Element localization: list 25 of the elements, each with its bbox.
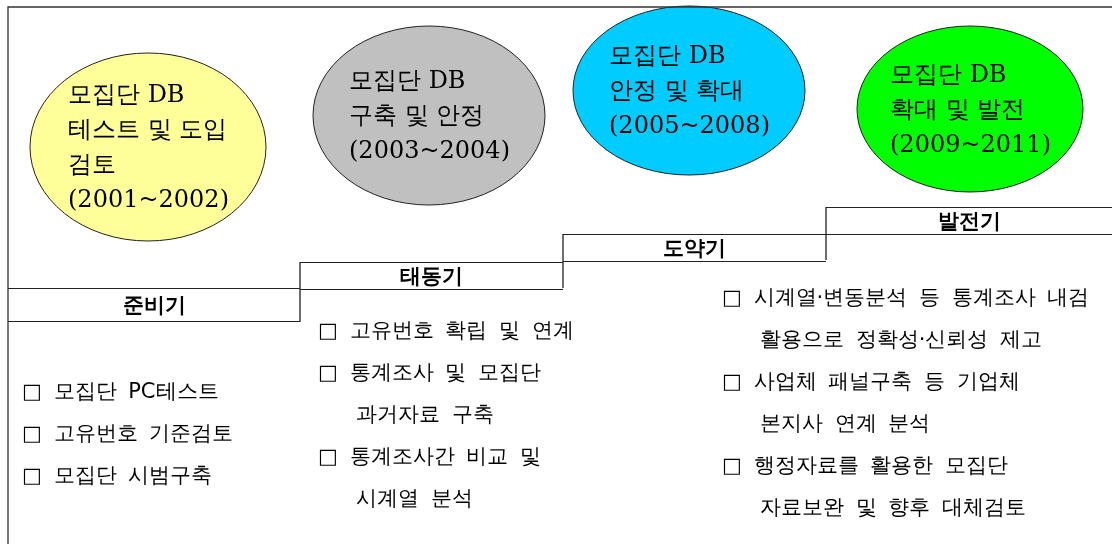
task-item: □ 사업체 패널구축 등 기업체 본지사 연계 분석 bbox=[722, 368, 1021, 437]
task-item: □ 시계열·변동분석 등 통계조사 내검 활용으로 정확성·신뢰성 제고 bbox=[722, 284, 1091, 353]
year-range: (2001~2002) bbox=[68, 184, 228, 215]
task-item: □ 행정자료를 활용한 모집단 자료보완 및 향후 대체검토 bbox=[722, 452, 1028, 521]
period-ellipse bbox=[572, 5, 806, 176]
stage-band: 도약기 bbox=[563, 234, 826, 262]
task-item: □ 고유번호 확립 및 연계 bbox=[318, 317, 575, 344]
task-item: □ 고유번호 기준검토 bbox=[22, 420, 235, 447]
year-range: (2003~2004) bbox=[349, 135, 509, 166]
period-ellipse bbox=[29, 52, 267, 242]
period-title: 모집단 DB 안정 및 확대 bbox=[609, 40, 746, 106]
period-title: 모집단 DB 구축 및 안정 bbox=[349, 65, 486, 131]
year-range: (2005~2008) bbox=[609, 110, 769, 141]
period-title: 모집단 DB 확대 및 발전 bbox=[890, 58, 1027, 125]
stage-band: 태동기 bbox=[300, 262, 563, 290]
task-item: □ 모집단 PC테스트 bbox=[22, 378, 220, 405]
period-ellipse bbox=[312, 25, 546, 206]
period-ellipse bbox=[856, 25, 1084, 193]
stage-band: 발전기 bbox=[826, 207, 1112, 235]
year-range: (2009~2011) bbox=[890, 128, 1050, 160]
period-title: 모집단 DB 테스트 및 도입 검토 bbox=[68, 79, 228, 180]
task-item: □ 통계조사 및 모집단 과거자료 구축 bbox=[318, 359, 542, 428]
task-item: □ 모집단 시범구축 bbox=[22, 462, 214, 489]
stage-band: 준비기 bbox=[8, 288, 300, 322]
task-item: □ 통계조사간 비교 및 시계열 분석 bbox=[318, 443, 542, 512]
